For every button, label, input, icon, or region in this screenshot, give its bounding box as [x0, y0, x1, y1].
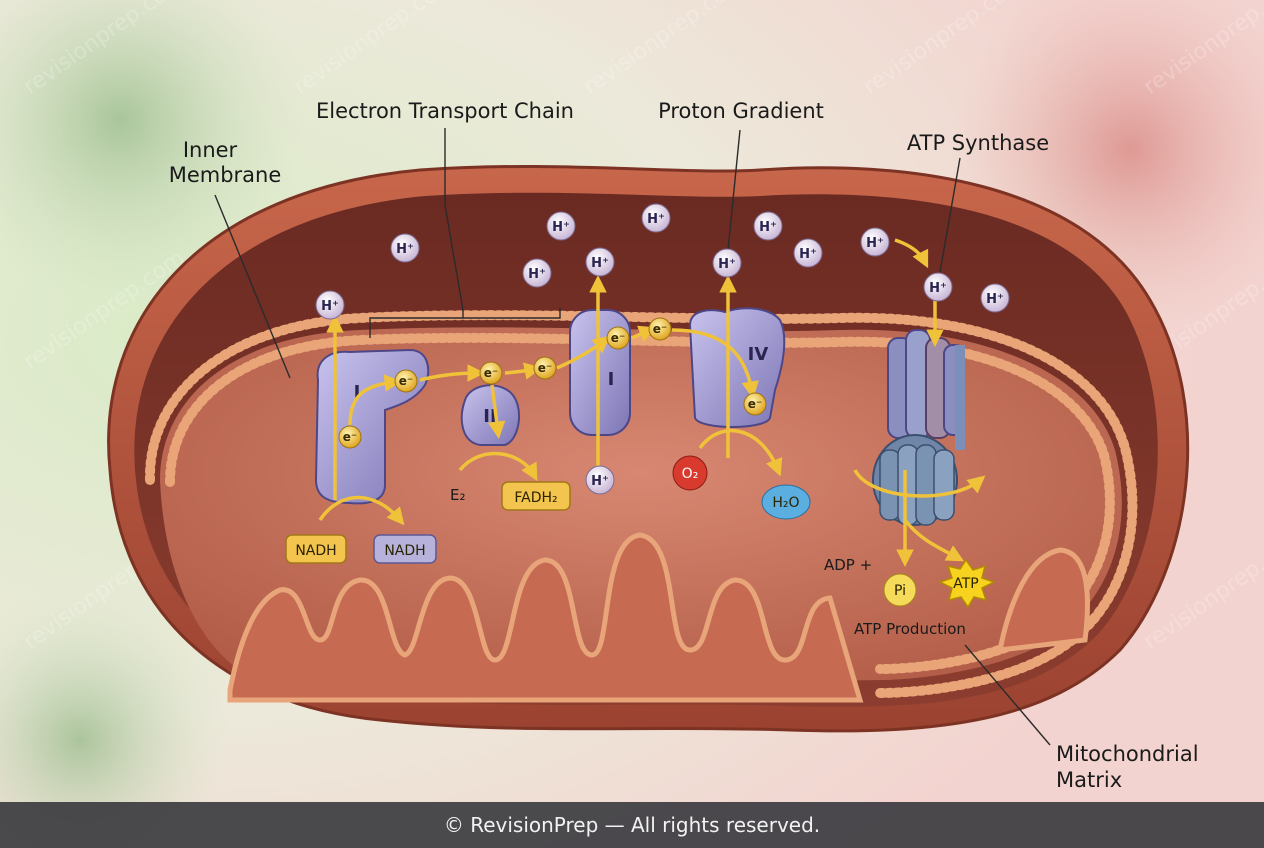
- svg-text:H⁺: H⁺: [591, 256, 609, 271]
- svg-text:e⁻: e⁻: [484, 366, 498, 380]
- svg-text:e⁻: e⁻: [343, 430, 357, 444]
- proton-11: H⁺: [923, 272, 953, 302]
- svg-text:e⁻: e⁻: [538, 361, 552, 375]
- proton-6: H⁺: [641, 203, 671, 233]
- electrons: e⁻ e⁻ e⁻ e⁻ e⁻ e⁻ e⁻: [338, 317, 767, 449]
- flow-arrows: [318, 238, 986, 567]
- callout-lines: [214, 128, 1051, 746]
- svg-text:I: I: [354, 382, 361, 403]
- svg-text:NADH: NADH: [384, 543, 425, 559]
- electron-1: e⁻: [338, 425, 362, 449]
- electron-6: e⁻: [648, 317, 672, 341]
- phosphate-chip: Pi: [883, 573, 917, 607]
- matrix-label-2: Matrix: [1056, 768, 1122, 792]
- oxygen-molecule: O₂: [672, 455, 708, 491]
- electron-3: e⁻: [479, 361, 503, 385]
- etc-label: Electron Transport Chain: [316, 99, 574, 123]
- svg-text:H⁺: H⁺: [552, 220, 570, 235]
- atp-synthase: [872, 329, 965, 526]
- proton-5: H⁺: [585, 247, 615, 277]
- mitochondrial-matrix: [160, 327, 1122, 690]
- adp-plus-label: ADP +: [824, 556, 872, 574]
- svg-text:H⁺: H⁺: [759, 220, 777, 235]
- matrix-label: Mitochondrial: [1056, 742, 1199, 766]
- proton-10: H⁺: [860, 227, 890, 257]
- proton-ions: H⁺ H⁺ H⁺ H⁺ H⁺ H⁺ H⁺ H⁺ H⁺ H⁺ H⁺ H⁺ H⁺: [315, 203, 1010, 495]
- svg-text:O₂: O₂: [682, 466, 699, 482]
- proton-4: H⁺: [522, 258, 552, 288]
- atp-synthase-label: ATP Synthase: [907, 131, 1049, 155]
- water-molecule: H₂O: [761, 484, 811, 520]
- proton-3: H⁺: [546, 211, 576, 241]
- svg-text:FADH₂: FADH₂: [514, 490, 557, 506]
- svg-text:H⁺: H⁺: [986, 292, 1004, 307]
- svg-text:H⁺: H⁺: [929, 281, 947, 296]
- svg-text:H⁺: H⁺: [647, 212, 665, 227]
- proton-12: H⁺: [980, 283, 1010, 313]
- proton-1: H⁺: [315, 290, 345, 320]
- nadh-right-chip: NADH: [373, 534, 437, 564]
- background-cell-green-2: [0, 590, 230, 848]
- svg-text:H₂O: H₂O: [772, 495, 799, 511]
- svg-text:e⁻: e⁻: [653, 322, 667, 336]
- svg-text:e⁻: e⁻: [399, 374, 413, 388]
- nadh-left-chip: NADH: [285, 534, 347, 564]
- cristae-right: [996, 547, 1090, 653]
- proton-2: H⁺: [390, 233, 420, 263]
- svg-text:I: I: [608, 369, 615, 390]
- svg-text:H⁺: H⁺: [799, 247, 817, 262]
- cristae: [227, 532, 864, 703]
- proton-gradient-label: Proton Gradient: [658, 99, 824, 123]
- proton-9: H⁺: [793, 238, 823, 268]
- proton-matrix: H⁺: [585, 465, 615, 495]
- complex-2: II: [460, 384, 521, 446]
- svg-text:NADH: NADH: [295, 543, 336, 559]
- proton-7: H⁺: [712, 248, 742, 278]
- e2-label: E₂: [450, 486, 466, 504]
- svg-text:IV: IV: [748, 344, 769, 365]
- svg-text:ATP: ATP: [953, 576, 978, 592]
- electron-5: e⁻: [606, 326, 630, 350]
- svg-text:H⁺: H⁺: [528, 267, 546, 282]
- fadh2-chip: FADH₂: [501, 481, 571, 511]
- electron-7: e⁻: [743, 392, 767, 416]
- svg-text:H⁺: H⁺: [396, 242, 414, 257]
- inner-membrane-label: Inner: [183, 138, 238, 162]
- electron-4: e⁻: [533, 356, 557, 380]
- proton-8: H⁺: [753, 211, 783, 241]
- electron-2: e⁻: [394, 369, 418, 393]
- svg-text:e⁻: e⁻: [748, 397, 762, 411]
- svg-text:H⁺: H⁺: [321, 299, 339, 314]
- svg-text:Pi: Pi: [894, 583, 906, 599]
- atp-production-label: ATP Production: [854, 620, 966, 638]
- inner-membrane-label-2: Membrane: [169, 163, 282, 187]
- svg-text:H⁺: H⁺: [591, 474, 609, 489]
- svg-text:e⁻: e⁻: [611, 331, 625, 345]
- complex-4: IV: [688, 307, 786, 428]
- copyright-footer: © RevisionPrep — All rights reserved.: [0, 802, 1264, 848]
- svg-text:H⁺: H⁺: [866, 236, 884, 251]
- atp-star: ATP: [938, 558, 996, 609]
- svg-text:H⁺: H⁺: [718, 257, 736, 272]
